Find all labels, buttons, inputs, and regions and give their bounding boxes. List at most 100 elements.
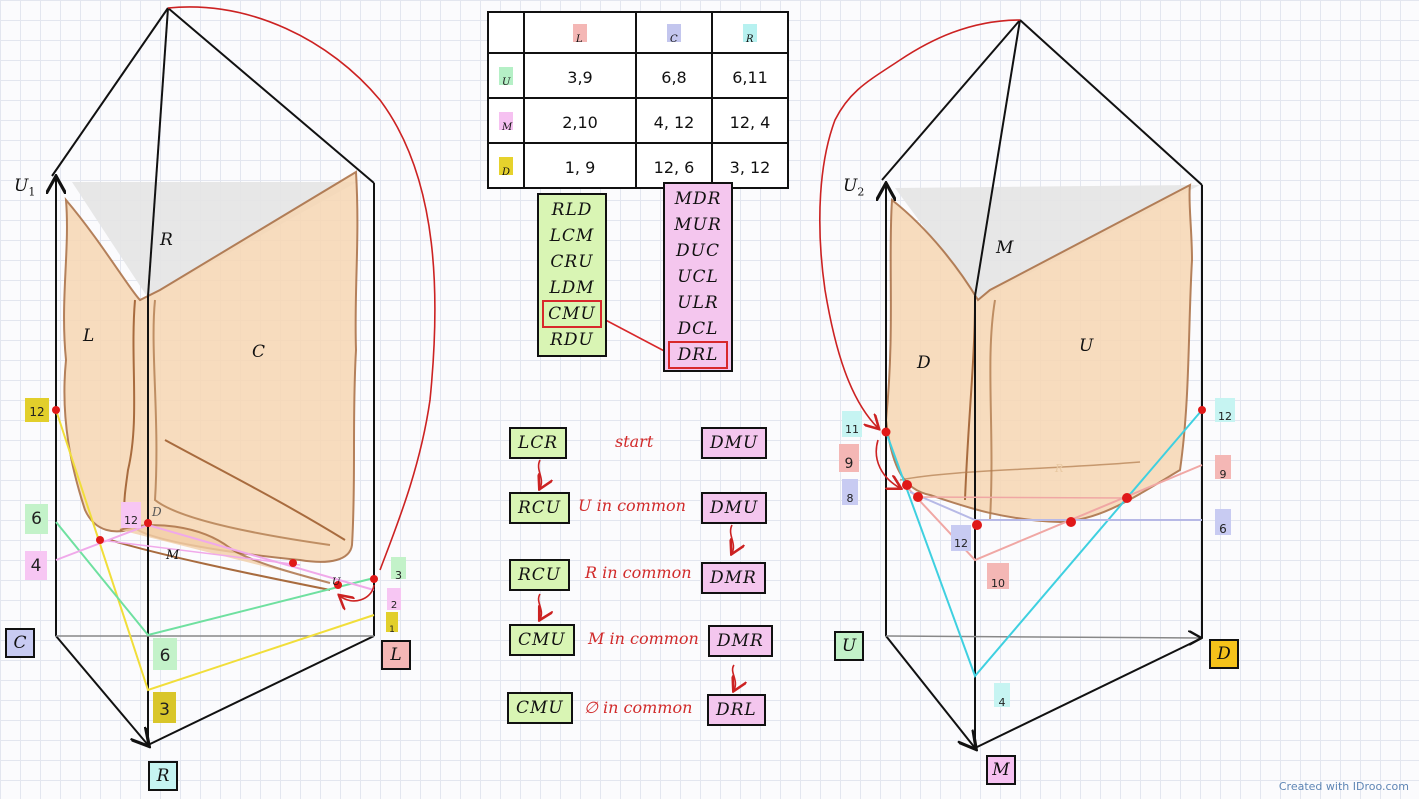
right-edge-apex-left (881, 19, 1021, 181)
marker-11-cyan: 11 (842, 411, 862, 437)
swatch-r: R (743, 24, 757, 45)
right-red-hook (875, 439, 900, 488)
marker-6-green: 6 (25, 504, 48, 534)
left-red-dots (52, 406, 378, 589)
step-4-note: M in common (588, 629, 699, 648)
left-edge-front-left (55, 635, 148, 745)
step-1-note: start (615, 432, 654, 451)
right-top-face-shade (895, 185, 1200, 300)
left-edge-apex-right (167, 7, 375, 184)
left-sheet-bottom (109, 539, 331, 591)
list-item: MUR (674, 215, 722, 235)
step-2-left-tag: RCU (509, 492, 571, 524)
right-axis-subscript: 2 (857, 185, 865, 199)
marker-3-bottom: 3 (153, 692, 176, 723)
corner-r-box: R (148, 761, 178, 791)
green-word-list: RLD LCM CRU LDM CMU RDU (537, 193, 607, 357)
list-item: MDR (674, 189, 722, 209)
row-label-d: D (502, 167, 511, 179)
list-item: DUC (676, 241, 720, 261)
marker-1-yellow: 1 (386, 612, 398, 635)
right-red-arc (818, 19, 1021, 428)
marker-4-cyan: 4 (994, 683, 1010, 709)
marker-9-salmon: 9 (839, 444, 859, 472)
marker-4-pink: 4 (25, 551, 47, 580)
table-cell: 6,8 (635, 52, 713, 99)
right-face-m-label: M (996, 238, 1014, 258)
table-cell: 1, 9 (523, 142, 637, 189)
step-1-right-tag: DMU (701, 427, 768, 459)
marker-12-pink: 12 (121, 502, 141, 528)
table-col-header: C (635, 11, 713, 54)
table-header-row: L C R (487, 11, 789, 54)
right-face-d-label: D (917, 353, 931, 373)
table-corner-cell (487, 11, 525, 54)
list-item: UCL (677, 267, 719, 287)
left-face-m-label: M (166, 548, 180, 563)
table-col-header: R (711, 11, 789, 54)
swatch-c: C (667, 24, 681, 46)
marker-6-lavender: 6 (1215, 509, 1231, 536)
list-item: RDU (550, 330, 594, 350)
step-4-right-tag: DMR (708, 625, 773, 657)
list-item: DCL (677, 319, 719, 339)
marker-9-right: 9 (1215, 455, 1231, 481)
list-item: CRU (550, 252, 594, 272)
swatch-m: M (499, 112, 513, 134)
col-label-l: L (576, 34, 583, 46)
left-sheet-inner (152, 299, 331, 546)
credit-text[interactable]: Created with IDroo.com (1278, 780, 1409, 793)
left-axis-letter: U (14, 176, 29, 196)
table-row-m: M 2,10 4, 12 12, 4 (487, 97, 789, 144)
table-row-header: M (487, 97, 525, 144)
left-face-l-label: L (83, 326, 95, 346)
table-cell: 3, 12 (711, 142, 789, 189)
swatch-d: D (499, 157, 513, 179)
list-item-highlighted: CMU (542, 300, 602, 328)
left-path-green (55, 521, 375, 637)
left-edge-apex-center (147, 7, 169, 297)
left-path-yellow (55, 409, 375, 692)
left-face-u-label: U (332, 577, 341, 588)
right-path-salmon-2 (917, 496, 1126, 499)
table-cell: 6,11 (711, 52, 789, 99)
table-row-d: D 1, 9 12, 6 3, 12 (487, 142, 789, 189)
list-item: LCM (549, 226, 595, 246)
step-5-right-tag: DRL (707, 694, 766, 726)
left-red-hook (340, 584, 375, 601)
row-label-m: M (502, 122, 513, 134)
cmu-drl-connector (595, 314, 671, 355)
right-sheet-inner (989, 299, 996, 521)
right-face-r-label: R (1055, 462, 1064, 475)
step-5-left-tag: CMU (507, 692, 573, 724)
left-red-arc (167, 6, 436, 571)
right-prism (818, 19, 1206, 749)
left-edge-apex-left (51, 7, 169, 177)
right-edge-front-right (974, 637, 1203, 749)
mapping-table: L C R U 3,9 6,8 6,11 M 2,10 4, 12 12, 4 … (487, 11, 789, 189)
right-axis-label: U2 (843, 176, 864, 198)
list-item: RLD (551, 200, 593, 220)
right-edge-back (885, 636, 1200, 638)
marker-3-green: 3 (391, 557, 406, 582)
right-face-u-label: U (1079, 336, 1094, 356)
step-3-left-tag: RCU (509, 559, 571, 591)
step-1-left-tag: LCR (509, 427, 568, 459)
step-5-note: ∅ in common (584, 698, 693, 717)
marker-6-bottom: 6 (153, 638, 177, 670)
left-top-face-shade (72, 182, 357, 298)
corner-d-box: D (1209, 639, 1239, 669)
left-sheet-crease (164, 439, 346, 541)
table-cell: 2,10 (523, 97, 637, 144)
table-col-header: L (523, 11, 637, 54)
swatch-u: U (499, 67, 513, 88)
corner-c-box: C (5, 628, 35, 658)
col-label-c: C (670, 34, 678, 46)
table-row-header: D (487, 142, 525, 189)
corner-m-box: M (986, 755, 1016, 785)
marker-8-lavender: 8 (842, 479, 858, 505)
corner-u-box: U (834, 631, 864, 661)
left-face-c-label: C (252, 342, 266, 362)
list-item-highlighted: DRL (668, 341, 728, 369)
